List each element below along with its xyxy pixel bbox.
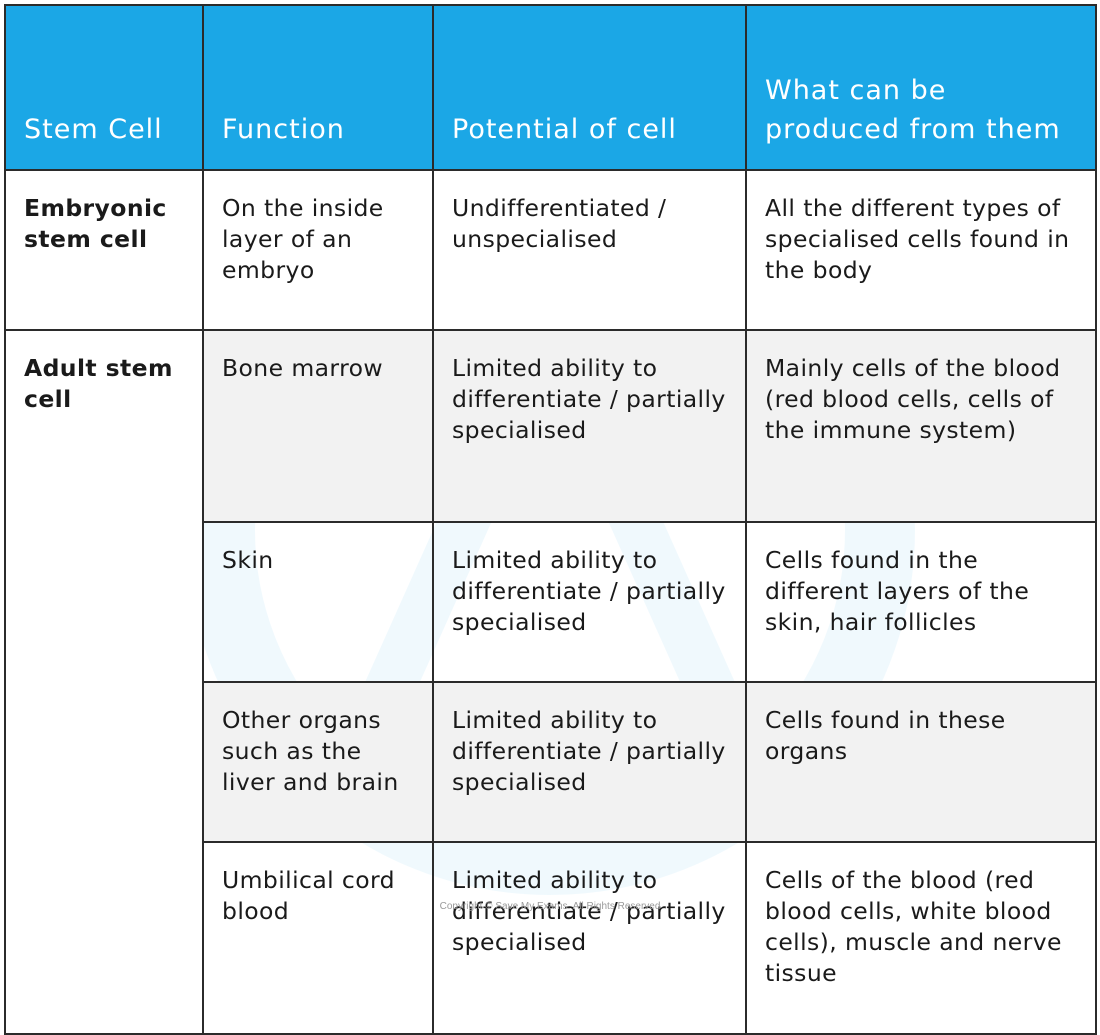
cell-function: Skin bbox=[202, 521, 434, 683]
row-label-embryonic: Embryonic stem cell bbox=[4, 169, 204, 331]
cell-function: Other organs such as the liver and brain bbox=[202, 681, 434, 843]
header-function: Function bbox=[202, 4, 434, 171]
cell-potential: Limited ability to differentiate / parti… bbox=[432, 329, 747, 523]
row-label-adult: Adult stem cell bbox=[4, 329, 204, 1035]
cell-function: Umbilical cord blood bbox=[202, 841, 434, 1035]
cell-potential: Limited ability to differentiate / parti… bbox=[432, 841, 747, 1035]
cell-function: Bone marrow bbox=[202, 329, 434, 523]
cell-produced: Cells of the blood (red blood cells, whi… bbox=[745, 841, 1097, 1035]
cell-produced: Cells found in the different layers of t… bbox=[745, 521, 1097, 683]
cell-potential: Limited ability to differentiate / parti… bbox=[432, 681, 747, 843]
table-row-bone-marrow: Adult stem cell Bone marrow Limited abil… bbox=[4, 329, 1097, 1035]
header-potential: Potential of cell bbox=[432, 4, 747, 171]
stem-cell-table: Stem Cell Function Potential of cell Wha… bbox=[4, 4, 1097, 1035]
cell-produced: Mainly cells of the blood (red blood cel… bbox=[745, 329, 1097, 523]
cell-potential: Limited ability to differentiate / parti… bbox=[432, 521, 747, 683]
copyright-notice: Copyright © Save My Exams. All Rights Re… bbox=[439, 901, 661, 912]
header-row: Stem Cell Function Potential of cell Wha… bbox=[4, 4, 1097, 171]
table-row-skin: Skin Limited ability to differentiate / … bbox=[5, 521, 1097, 683]
cell-produced: All the different types of specialised c… bbox=[745, 169, 1097, 331]
cell-produced: Cells found in these organs bbox=[745, 681, 1097, 843]
cell-function: On the inside layer of an embryo bbox=[202, 169, 434, 331]
cell-potential: Undifferentiated / unspecialised bbox=[432, 169, 747, 331]
header-produced: What can be produced from them bbox=[745, 4, 1097, 171]
header-stem-cell: Stem Cell bbox=[4, 4, 204, 171]
table-row-embryonic: Embryonic stem cell On the inside layer … bbox=[4, 169, 1097, 331]
table-row-other-organs: Other organs such as the liver and brain… bbox=[5, 681, 1097, 843]
